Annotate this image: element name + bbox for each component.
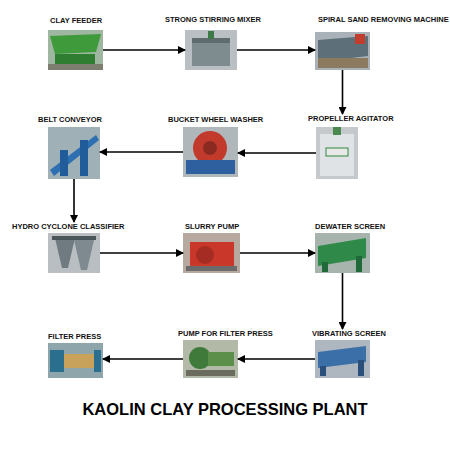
flow-arrow xyxy=(73,179,75,222)
machine-label: HYDRO CYCLONE CLASSIFIER xyxy=(12,222,125,231)
clay-feeder-photo xyxy=(48,30,103,70)
flow-arrow xyxy=(238,358,315,360)
flow-arrow xyxy=(100,151,183,153)
machine-node: HYDRO CYCLONE CLASSIFIER xyxy=(48,222,100,273)
machine-label: BUCKET WHEEL WASHER xyxy=(168,115,263,124)
machine-label: FILTER PRESS xyxy=(48,332,101,341)
diagram-title: KAOLIN CLAY PROCESSING PLANT xyxy=(0,400,450,419)
machine-node: PUMP FOR FILTER PRESS xyxy=(183,329,238,378)
flow-arrow xyxy=(238,152,316,154)
hydrocyclone-photo xyxy=(48,233,100,273)
machine-label: DEWATER SCREEN xyxy=(315,222,385,231)
machine-node: STRONG STIRRING MIXER xyxy=(185,15,237,70)
machine-label: CLAY FEEDER xyxy=(50,16,102,25)
machine-node: FILTER PRESS xyxy=(48,332,103,378)
flow-arrow xyxy=(100,252,183,254)
machine-label: STRONG STIRRING MIXER xyxy=(165,15,261,24)
machine-node: PROPELLER AGITATOR xyxy=(316,114,358,179)
belt-conveyor-photo xyxy=(48,127,100,179)
machine-node: BELT CONVEYOR xyxy=(48,115,100,179)
machine-label: PROPELLER AGITATOR xyxy=(308,114,394,123)
spiral-machine-photo xyxy=(315,32,370,70)
machine-label: SLURRY PUMP xyxy=(185,222,239,231)
machine-node: VIBRATING SCREEN xyxy=(315,329,370,378)
flow-arrow xyxy=(342,273,344,329)
agitator-photo xyxy=(316,127,358,179)
machine-label: VIBRATING SCREEN xyxy=(312,329,386,338)
flow-arrow xyxy=(103,358,183,360)
flow-arrow xyxy=(103,49,185,51)
vibrating-screen-photo xyxy=(315,340,370,378)
machine-node: CLAY FEEDER xyxy=(48,16,103,70)
machine-node: DEWATER SCREEN xyxy=(315,222,370,273)
slurry-pump-photo xyxy=(183,233,240,273)
machine-label: SPIRAL SAND REMOVING MACHINE xyxy=(318,15,449,24)
flow-arrow xyxy=(240,252,315,254)
dewater-screen-photo xyxy=(315,233,370,273)
mixer-photo xyxy=(185,30,237,70)
filter-pump-photo xyxy=(183,340,238,378)
flow-arrow xyxy=(342,70,344,114)
machine-node: BUCKET WHEEL WASHER xyxy=(183,115,238,177)
machine-label: PUMP FOR FILTER PRESS xyxy=(178,329,273,338)
machine-node: SLURRY PUMP xyxy=(183,222,240,273)
flow-arrow xyxy=(237,49,315,51)
bucket-wheel-photo xyxy=(183,127,238,177)
machine-label: BELT CONVEYOR xyxy=(38,115,102,124)
machine-node: SPIRAL SAND REMOVING MACHINE xyxy=(315,15,370,70)
filter-press-photo xyxy=(48,343,103,378)
